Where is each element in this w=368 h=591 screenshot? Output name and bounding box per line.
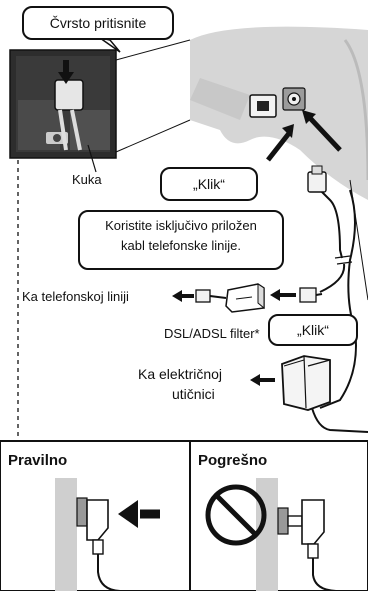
to-outlet-label-1: Ka električnoj	[138, 366, 223, 382]
zoom-lines	[115, 39, 191, 153]
to-phone-line-label: Ka telefonskoj liniji	[22, 289, 129, 304]
hook-pointer	[87, 144, 97, 173]
click-callout-1: „Klik“	[160, 167, 258, 201]
to-outlet-label-2: utičnici	[172, 386, 215, 402]
right-plug	[299, 287, 323, 303]
cable-note-line2: kabl telefonske linije.	[121, 238, 241, 253]
jack-arrow-2	[308, 116, 342, 152]
press-firmly-callout: Čvrsto pritisnite	[22, 6, 174, 40]
ac-adapter	[281, 355, 331, 411]
correct-panel-title: Pravilno	[8, 452, 68, 469]
dsl-filter	[225, 283, 265, 313]
hook-label: Kuka	[72, 172, 102, 187]
press-firmly-text: Čvrsto pritisnite	[49, 15, 147, 31]
device-back	[190, 26, 368, 200]
click-text-1: „Klik“	[193, 176, 225, 192]
phone-cord	[307, 165, 353, 293]
click-text-2: „Klik“	[297, 322, 329, 338]
left-plug	[195, 289, 227, 303]
click-callout-2: „Klik“	[268, 314, 358, 346]
cable-note-line1: Koristite isključivo priložen	[105, 218, 257, 233]
dsl-filter-label: DSL/ADSL filter*	[164, 326, 260, 341]
prohibited-icon	[205, 484, 267, 546]
jack-arrow-1	[266, 130, 292, 162]
cable-note-callout: Koristite isključivo priložen kabl telef…	[78, 210, 284, 270]
adapter-cord	[311, 407, 368, 433]
correct-illustration	[55, 478, 160, 591]
inset-connector	[54, 60, 84, 151]
power-cord-upper	[319, 189, 357, 409]
incorrect-panel-title: Pogrešno	[198, 452, 268, 469]
